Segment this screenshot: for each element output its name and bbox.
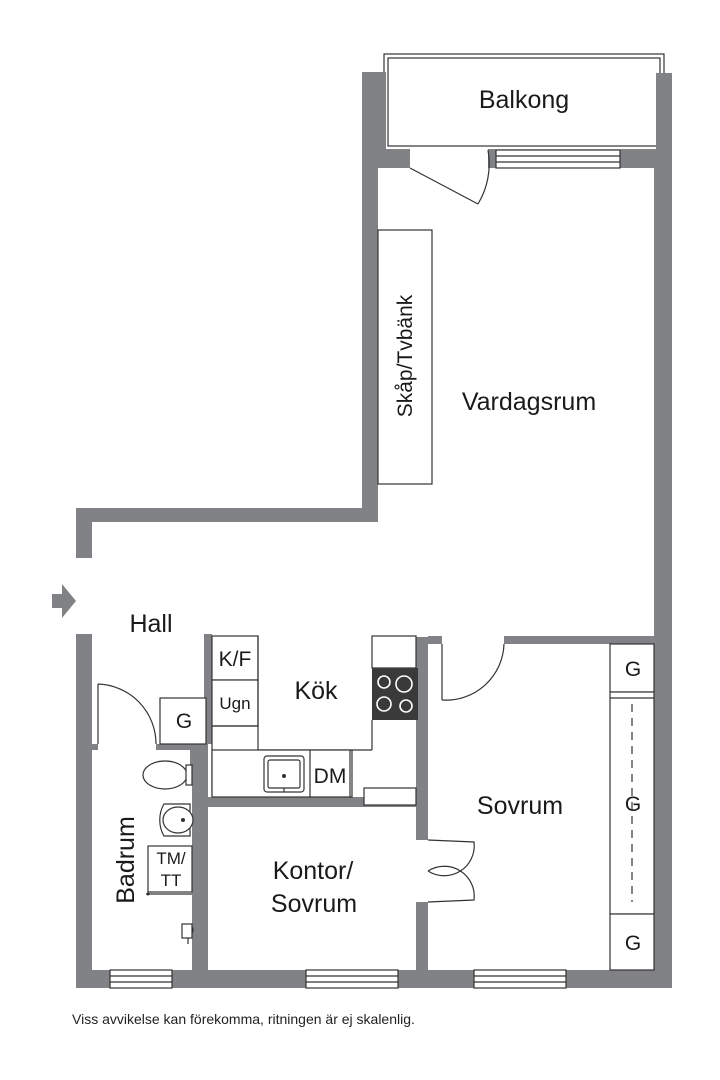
windows (109, 149, 621, 989)
sink-icon (263, 755, 305, 793)
bedroom-door[interactable] (441, 643, 505, 701)
label-tmtt-line1: TM/ (156, 849, 186, 868)
label-ugn: Ugn (219, 694, 250, 713)
window-bedroom (473, 969, 567, 989)
office-door[interactable] (427, 839, 475, 903)
washer-dryer (147, 845, 193, 893)
label-g-mid: G (625, 793, 641, 816)
window-bathroom (109, 969, 173, 989)
label-kontor-line2: Sovrum (271, 890, 357, 918)
label-kok: Kök (294, 677, 338, 705)
label-skap-tvbank: Skåp/Tvbänk (394, 294, 417, 417)
oven (211, 679, 259, 727)
label-hall: Hall (129, 610, 172, 638)
washbasin-icon (159, 803, 194, 837)
label-dm: DM (314, 765, 347, 788)
entrance-opening (74, 558, 94, 634)
cabinet-tvbench (377, 229, 433, 485)
entrance-arrow-icon (52, 584, 76, 618)
counter-top-right (371, 635, 417, 669)
toilet-icon (142, 760, 193, 790)
bedroom-wardrobes (609, 643, 655, 971)
label-g-hall: G (176, 710, 192, 733)
window-office (305, 969, 399, 989)
label-tmtt-line2: TT (161, 871, 182, 890)
shower-icon (181, 923, 194, 944)
hall-wardrobe (159, 697, 207, 745)
stove-icon (372, 668, 418, 720)
bath-door-opening (98, 744, 156, 750)
kontor-door-opening (416, 840, 428, 902)
label-balkong: Balkong (479, 86, 569, 114)
label-badrum: Badrum (112, 816, 140, 904)
balcony (383, 53, 665, 151)
shelf (363, 787, 417, 806)
label-g-top: G (625, 658, 641, 681)
bathroom-door[interactable] (97, 683, 157, 745)
label-kontor-line1: Kontor/ (273, 857, 354, 885)
window-balcony (495, 149, 621, 169)
label-sovrum: Sovrum (477, 792, 563, 820)
label-g-bottom: G (625, 932, 641, 955)
sovrum-door-opening (442, 636, 504, 644)
balcony-door[interactable] (409, 148, 490, 205)
disclaimer-text: Viss avvikelse kan förekomma, ritningen … (72, 1011, 415, 1027)
label-kf: K/F (219, 648, 252, 671)
label-vardagsrum: Vardagsrum (462, 388, 596, 416)
